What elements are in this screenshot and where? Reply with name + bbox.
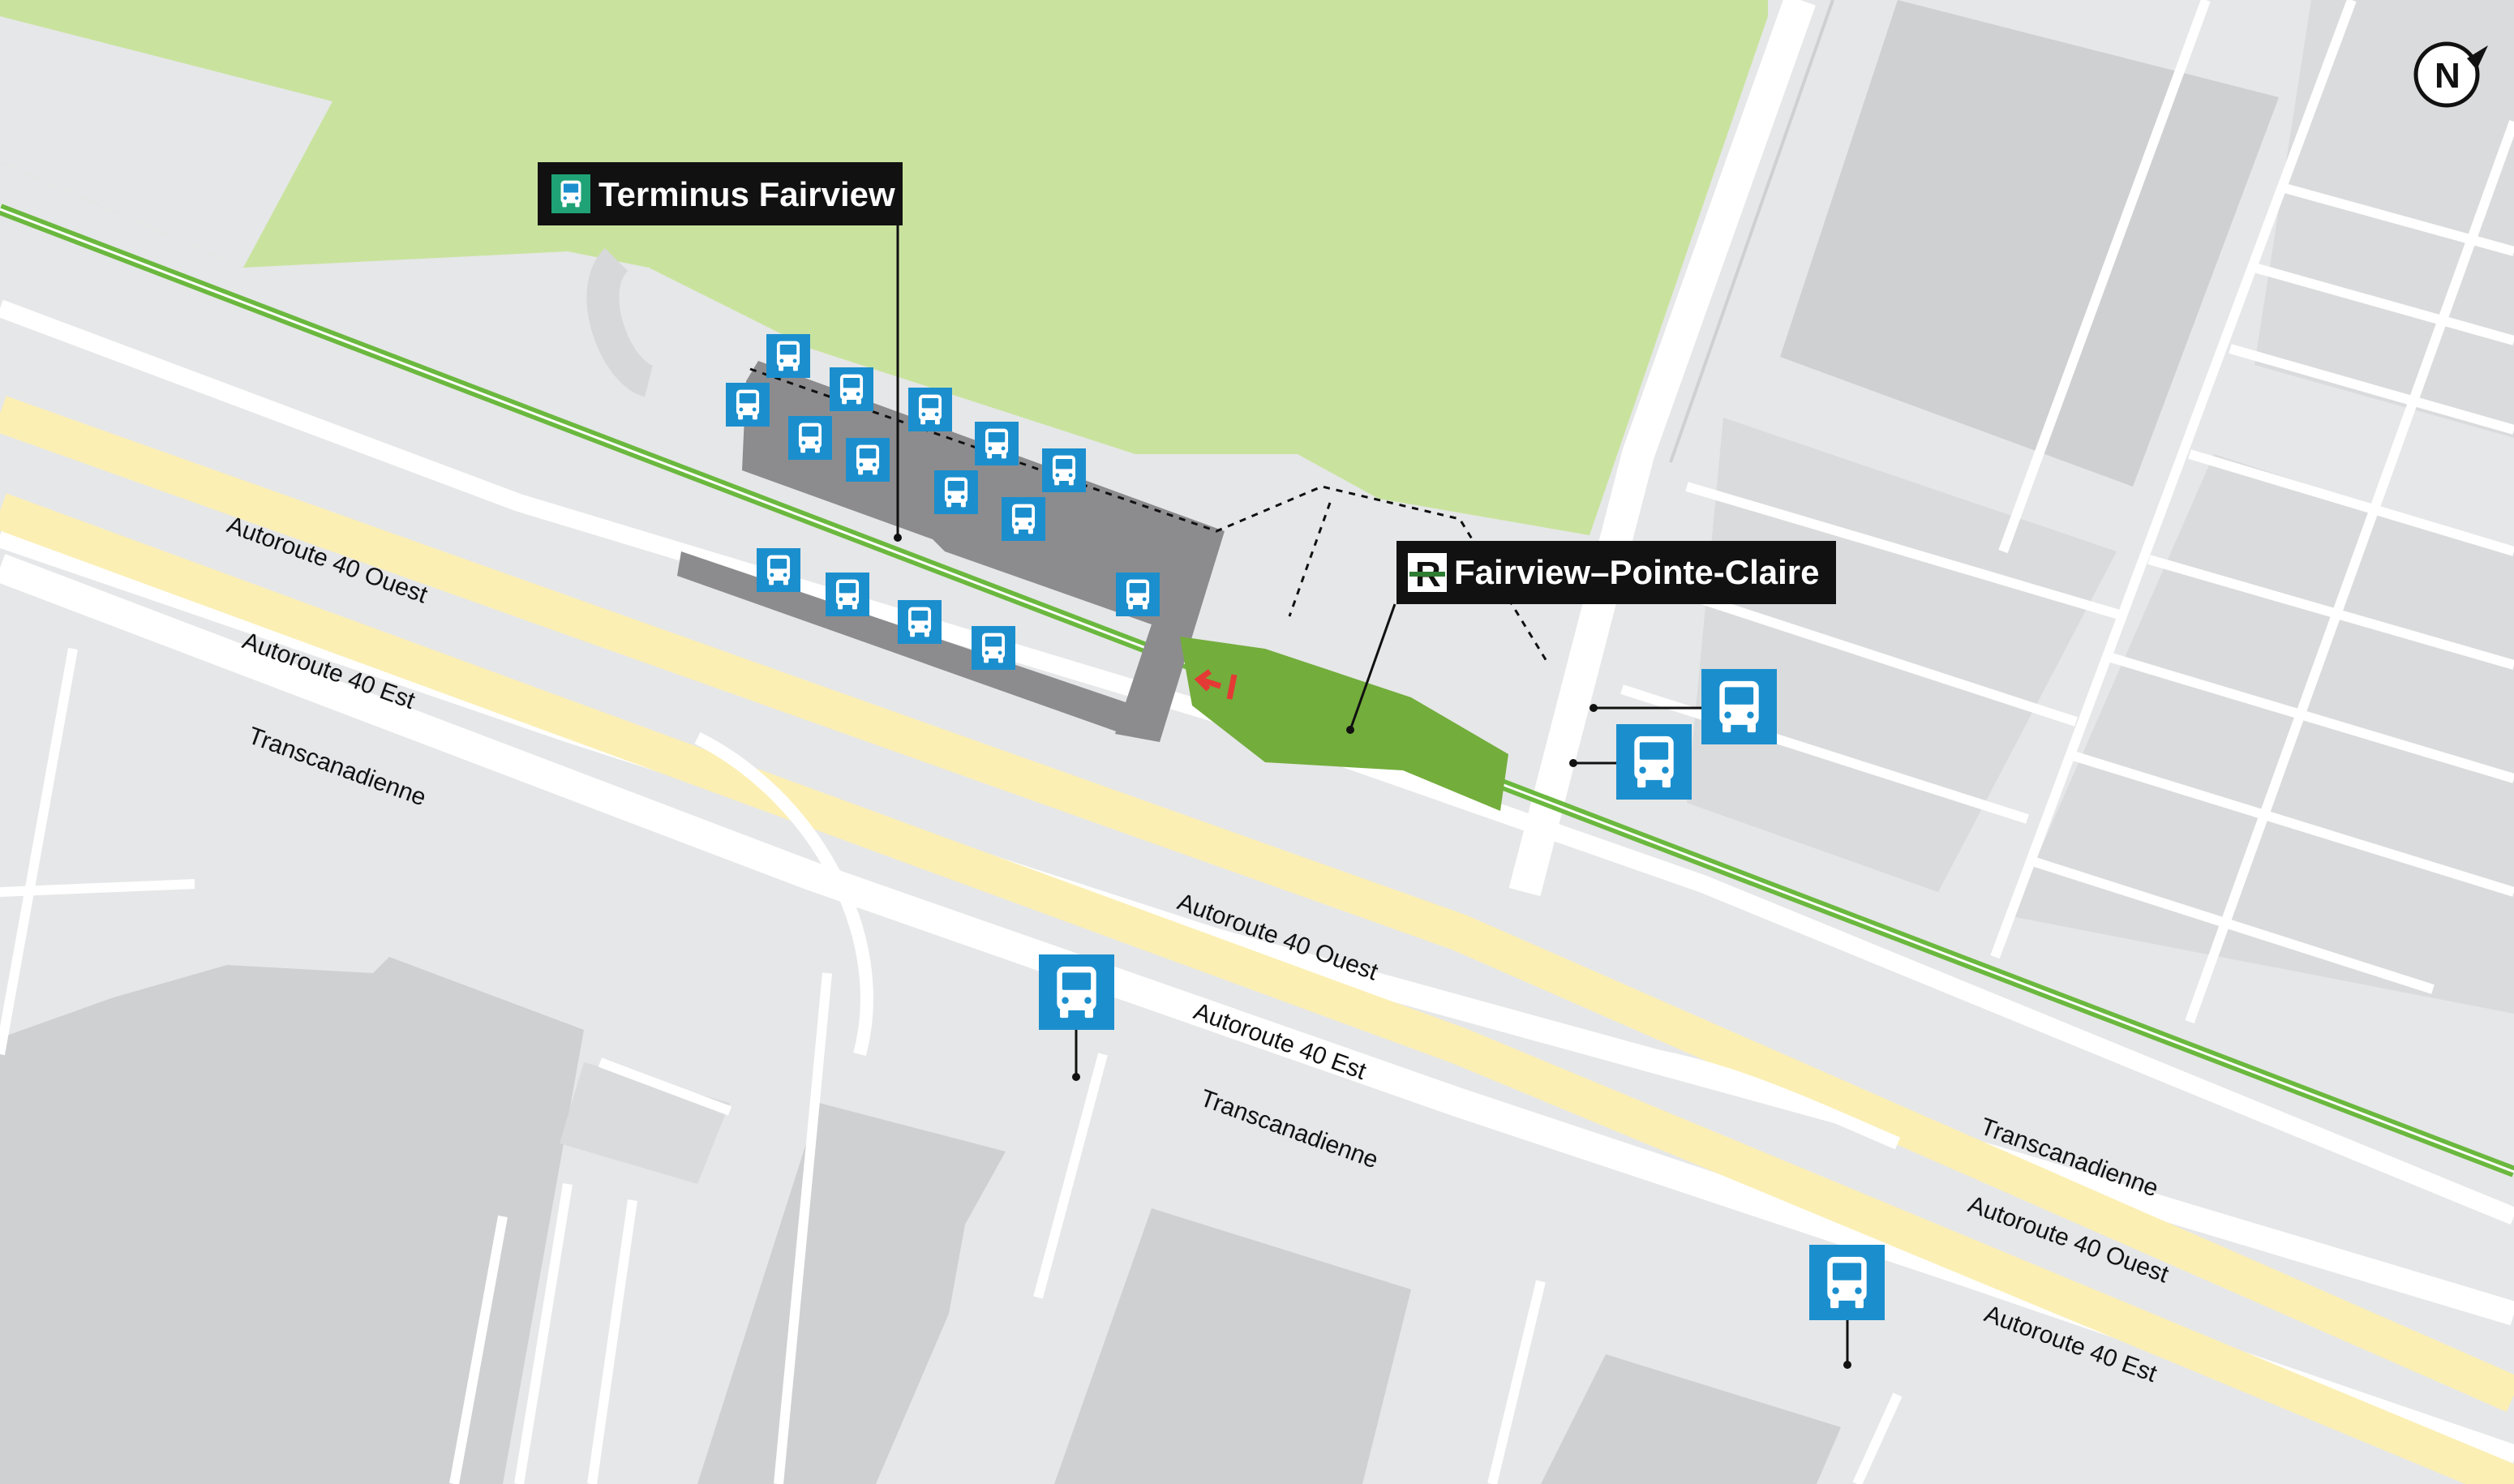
bus-stop-marker[interactable] bbox=[908, 388, 952, 431]
bus-stop-marker[interactable] bbox=[898, 600, 942, 644]
bus-stop-marker[interactable] bbox=[934, 470, 978, 514]
bus-icon bbox=[798, 422, 822, 453]
bus-terminal-icon bbox=[551, 174, 590, 213]
bus-icon bbox=[736, 389, 760, 420]
bus-stop-marker[interactable] bbox=[826, 573, 869, 616]
terminus-bus-bays bbox=[726, 334, 1160, 670]
terminus-label: Terminus Fairview bbox=[598, 175, 895, 213]
bus-icon bbox=[1126, 579, 1150, 610]
street-bus-stop[interactable] bbox=[1809, 1245, 1885, 1369]
bus-stop-marker[interactable] bbox=[975, 422, 1019, 465]
street-bus-stop[interactable] bbox=[1039, 954, 1114, 1081]
terminus-callout[interactable]: Terminus Fairview bbox=[538, 162, 903, 542]
bus-icon bbox=[1052, 455, 1076, 486]
park-cutout bbox=[0, 16, 332, 268]
street-bus-stop[interactable] bbox=[1589, 669, 1777, 744]
bus-icon bbox=[907, 607, 932, 637]
building bbox=[1054, 1208, 1411, 1484]
bus-icon bbox=[918, 394, 942, 425]
building bbox=[0, 957, 584, 1484]
train-platform bbox=[1180, 637, 1508, 811]
bus-stop-marker[interactable] bbox=[830, 367, 873, 411]
building bbox=[1541, 1354, 1841, 1484]
arterial-road bbox=[1508, 0, 1816, 897]
station-label: Fairview–Pointe-Claire bbox=[1454, 553, 1820, 591]
bus-stop-marker[interactable] bbox=[766, 334, 810, 378]
bus-icon bbox=[776, 341, 800, 371]
station-callout[interactable]: R Fairview–Pointe-Claire bbox=[1346, 541, 1836, 734]
ramp bbox=[1581, 1040, 1901, 1150]
entrance-arrow-icon bbox=[1194, 669, 1238, 700]
bus-icon bbox=[839, 374, 864, 405]
bus-stop-marker[interactable] bbox=[972, 626, 1015, 670]
bus-stop-marker[interactable] bbox=[1116, 573, 1160, 616]
bus-stop-marker[interactable] bbox=[1042, 448, 1086, 492]
building bbox=[2011, 454, 2514, 1014]
bus-icon bbox=[1011, 504, 1036, 534]
train-r-icon: R bbox=[1408, 553, 1447, 594]
bus-icon bbox=[1719, 680, 1759, 733]
svg-text:N: N bbox=[2435, 56, 2460, 96]
bus-icon bbox=[985, 428, 1009, 459]
building bbox=[1780, 0, 2279, 487]
autoroute-40-est bbox=[0, 493, 2514, 1484]
bus-icon bbox=[1634, 736, 1674, 788]
bus-icon bbox=[1057, 966, 1096, 1019]
bus-stop-marker[interactable] bbox=[1002, 497, 1045, 541]
terminus-rim bbox=[586, 247, 655, 397]
local-streets-ne bbox=[1620, 0, 2514, 1024]
park-area bbox=[0, 0, 1768, 535]
local-streets-s bbox=[0, 647, 1903, 1484]
arterial-road-edge bbox=[1669, 0, 1834, 463]
bus-icon bbox=[944, 477, 968, 508]
bus-icon bbox=[981, 633, 1006, 663]
bus-icon bbox=[1827, 1256, 1867, 1309]
street-bus-stop[interactable] bbox=[1569, 724, 1692, 800]
bus-stop-marker[interactable] bbox=[846, 438, 890, 482]
bus-stop-marker[interactable] bbox=[788, 416, 832, 460]
bus-stop-marker[interactable] bbox=[757, 548, 800, 592]
bus-icon bbox=[766, 555, 791, 585]
building bbox=[697, 1103, 1006, 1484]
bus-icon bbox=[835, 579, 860, 610]
north-arrow-icon: N bbox=[2413, 41, 2488, 108]
bus-stop-marker[interactable] bbox=[726, 383, 770, 427]
autoroute-40-ouest bbox=[0, 396, 2514, 1413]
bus-icon bbox=[856, 444, 880, 475]
ramp bbox=[694, 731, 873, 1057]
